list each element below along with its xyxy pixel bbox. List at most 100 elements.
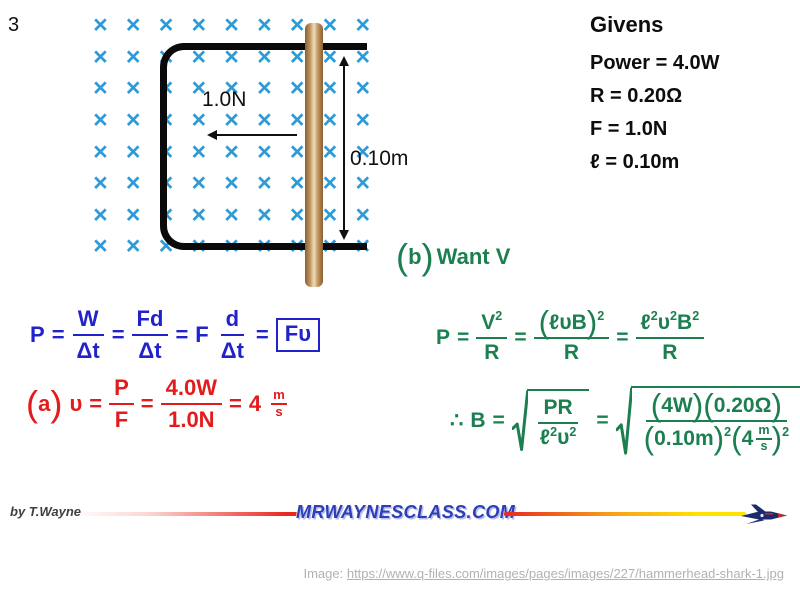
unit-fraction: m s	[271, 388, 287, 419]
equals-sign: =	[229, 391, 242, 416]
denominator: Δt	[76, 338, 100, 363]
footer-line-left	[72, 512, 298, 516]
field-x-marker: ×	[224, 200, 239, 229]
close-paren: )	[713, 420, 725, 457]
arrow-shaft	[343, 63, 345, 233]
symbol-F: F	[195, 322, 209, 347]
arrow-shaft	[215, 134, 297, 136]
footer-line-right	[504, 512, 746, 516]
field-x-marker: ×	[257, 137, 272, 166]
unit-denominator: s	[275, 404, 283, 419]
value-resistance: 0.20Ω	[713, 393, 772, 417]
numerator: PR	[538, 396, 578, 425]
field-x-marker: ×	[257, 200, 272, 229]
denominator: R	[563, 341, 579, 365]
denominator: Δt	[138, 338, 162, 363]
close-paren: )	[771, 387, 782, 423]
fraction: d Δt	[216, 306, 249, 364]
field-x-marker: ×	[191, 169, 207, 198]
close-paren: )	[586, 304, 598, 340]
open-paren: (	[643, 420, 655, 457]
field-x-marker: ×	[289, 106, 305, 135]
unit-numerator: m	[756, 423, 772, 441]
value-length: 0.10m	[654, 427, 714, 451]
fraction: Fd Δt	[131, 306, 169, 364]
field-x-marker: ×	[322, 74, 338, 103]
denominator: Δt	[220, 338, 244, 363]
field-x-marker: ×	[322, 200, 338, 229]
force-label: 1.0N	[202, 88, 247, 111]
field-x-marker: ×	[257, 169, 272, 198]
symbol-upsilon: υ	[557, 426, 570, 450]
value-4W: 4W	[661, 393, 693, 417]
symbol-P: P	[436, 325, 451, 349]
field-x-marker: ×	[289, 137, 305, 166]
givens-item: Power = 4.0W	[590, 52, 720, 74]
numerator: (4W)(0.20Ω)	[645, 387, 787, 423]
equals-sign: =	[175, 322, 189, 347]
field-x-marker: ×	[125, 11, 141, 40]
field-x-marker: ×	[125, 74, 141, 103]
field-x-marker: ×	[93, 200, 108, 229]
field-x-marker: ×	[125, 200, 141, 229]
equals-sign: =	[89, 391, 103, 416]
field-x-marker: ×	[289, 200, 305, 229]
field-x-marker: ×	[191, 137, 207, 166]
equals-sign: =	[111, 322, 125, 347]
sqrt-radical-icon	[512, 390, 528, 452]
open-paren: (	[26, 383, 39, 425]
field-x-marker: ×	[289, 169, 305, 198]
equals-sign: =	[514, 325, 527, 349]
close-paren: )	[692, 387, 704, 423]
field-x-marker: ×	[322, 106, 338, 135]
field-x-marker: ×	[257, 74, 272, 103]
symbol-P: P	[30, 322, 45, 347]
field-x-marker: ×	[125, 232, 141, 261]
value-velocity: 4	[741, 427, 754, 451]
equals-sign: =	[255, 322, 269, 347]
close-paren: )	[421, 236, 434, 277]
field-x-marker: ×	[355, 74, 371, 103]
field-x-marker: ×	[289, 74, 305, 103]
sqrt-radical-icon	[616, 387, 632, 456]
open-paren: (	[396, 236, 409, 277]
field-x-marker: ×	[191, 11, 207, 40]
givens-item: F = 1.0N	[590, 118, 668, 140]
givens-title: Givens	[590, 12, 664, 37]
field-x-marker: ×	[93, 74, 108, 103]
field-x-marker: ×	[93, 42, 108, 71]
open-paren: (	[538, 304, 550, 340]
symbol-B: B	[470, 408, 486, 432]
denominator: F	[114, 407, 129, 432]
length-arrow	[338, 56, 350, 240]
image-credit-link[interactable]: https://www.q-files.com/images/pages/ima…	[346, 566, 784, 581]
field-x-marker: ×	[191, 106, 207, 135]
numerator: W	[72, 306, 104, 336]
symbol-ell: ℓ	[640, 310, 651, 334]
field-x-marker: ×	[257, 42, 272, 71]
close-paren: )	[50, 383, 63, 425]
arrowhead-down-icon	[339, 230, 349, 240]
field-x-marker: ×	[322, 11, 338, 40]
equation-velocity-red: (a) υ = P F = 4.0W 1.0N = 4 m s	[26, 375, 287, 433]
arrowhead-left-icon	[207, 130, 217, 140]
equation-power-blue: P = W Δt = Fd Δt = F d Δt = Fυ	[30, 306, 320, 364]
equals-sign: =	[616, 325, 629, 349]
open-paren: (	[703, 387, 714, 423]
arrowhead-up-icon	[339, 56, 349, 66]
conducting-loop	[160, 43, 367, 250]
fraction: P F	[109, 375, 134, 433]
equals-sign: =	[457, 325, 470, 349]
unit-denominator: s	[760, 439, 768, 454]
field-x-marker: ×	[224, 42, 239, 71]
image-credit-prefix: Image:	[303, 566, 347, 581]
symbol-V: V	[481, 310, 496, 334]
image-credit: Image: https://www.q-files.com/images/pa…	[303, 566, 784, 581]
